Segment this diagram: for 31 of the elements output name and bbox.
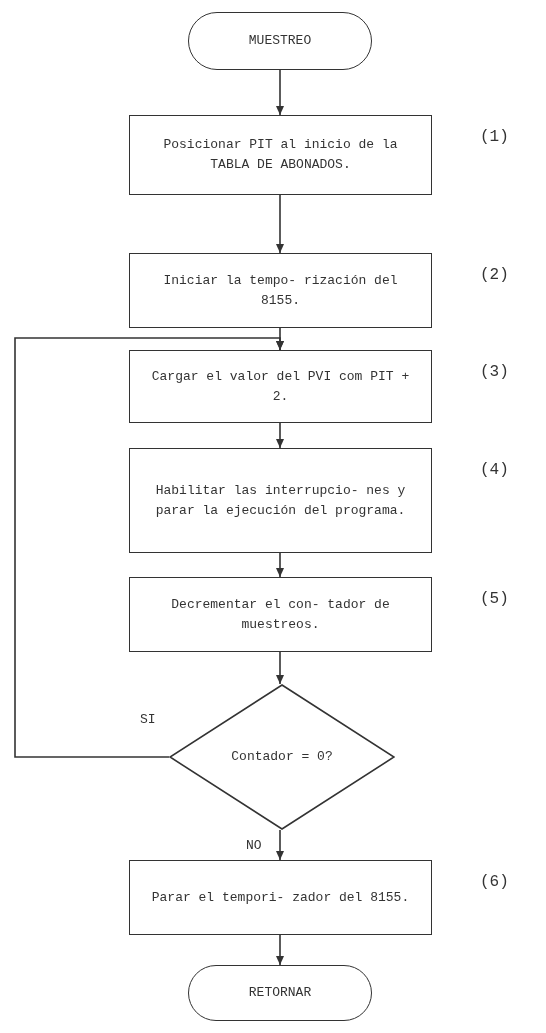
arrow — [276, 651, 284, 685]
node-text: RETORNAR — [248, 984, 312, 1002]
step-number: (1) — [480, 127, 509, 148]
process-box — [129, 253, 432, 328]
node-text: Decrementar el con- tador de muestreos. — [170, 595, 391, 634]
node-text: Iniciar la tempo- rización del 8155. — [162, 271, 399, 310]
node-text: Parar el tempori- zador del 8155. — [151, 888, 410, 907]
arrow — [276, 69, 284, 116]
arrow — [276, 552, 284, 578]
process-box — [129, 577, 432, 652]
node-text: MUESTREO — [248, 32, 312, 50]
node-text: Contador = 0? — [231, 748, 333, 766]
process-box — [129, 350, 432, 423]
step-number: (2) — [480, 265, 509, 286]
process-box — [129, 448, 432, 553]
process-box — [129, 860, 432, 935]
arrow — [276, 194, 284, 254]
node-text: Cargar el valor del PVI com PIT + 2. — [150, 367, 411, 406]
arrow — [276, 934, 284, 966]
node-text: Habilitar las interrupcio- nes y parar la ejecución del programa. — [154, 481, 407, 520]
terminal-box — [188, 965, 372, 1021]
arrow — [276, 422, 284, 449]
step-number: (3) — [480, 362, 509, 383]
process-box — [129, 115, 432, 195]
arrow — [276, 829, 284, 861]
step-number: (6) — [480, 872, 509, 893]
step-number: (5) — [480, 589, 509, 610]
step-number: (4) — [480, 460, 509, 481]
decision-diamond — [169, 684, 395, 830]
node-text: Posicionar PIT al inicio de la TABLA DE ABONADOS. — [162, 136, 399, 174]
arrow — [14, 337, 284, 758]
